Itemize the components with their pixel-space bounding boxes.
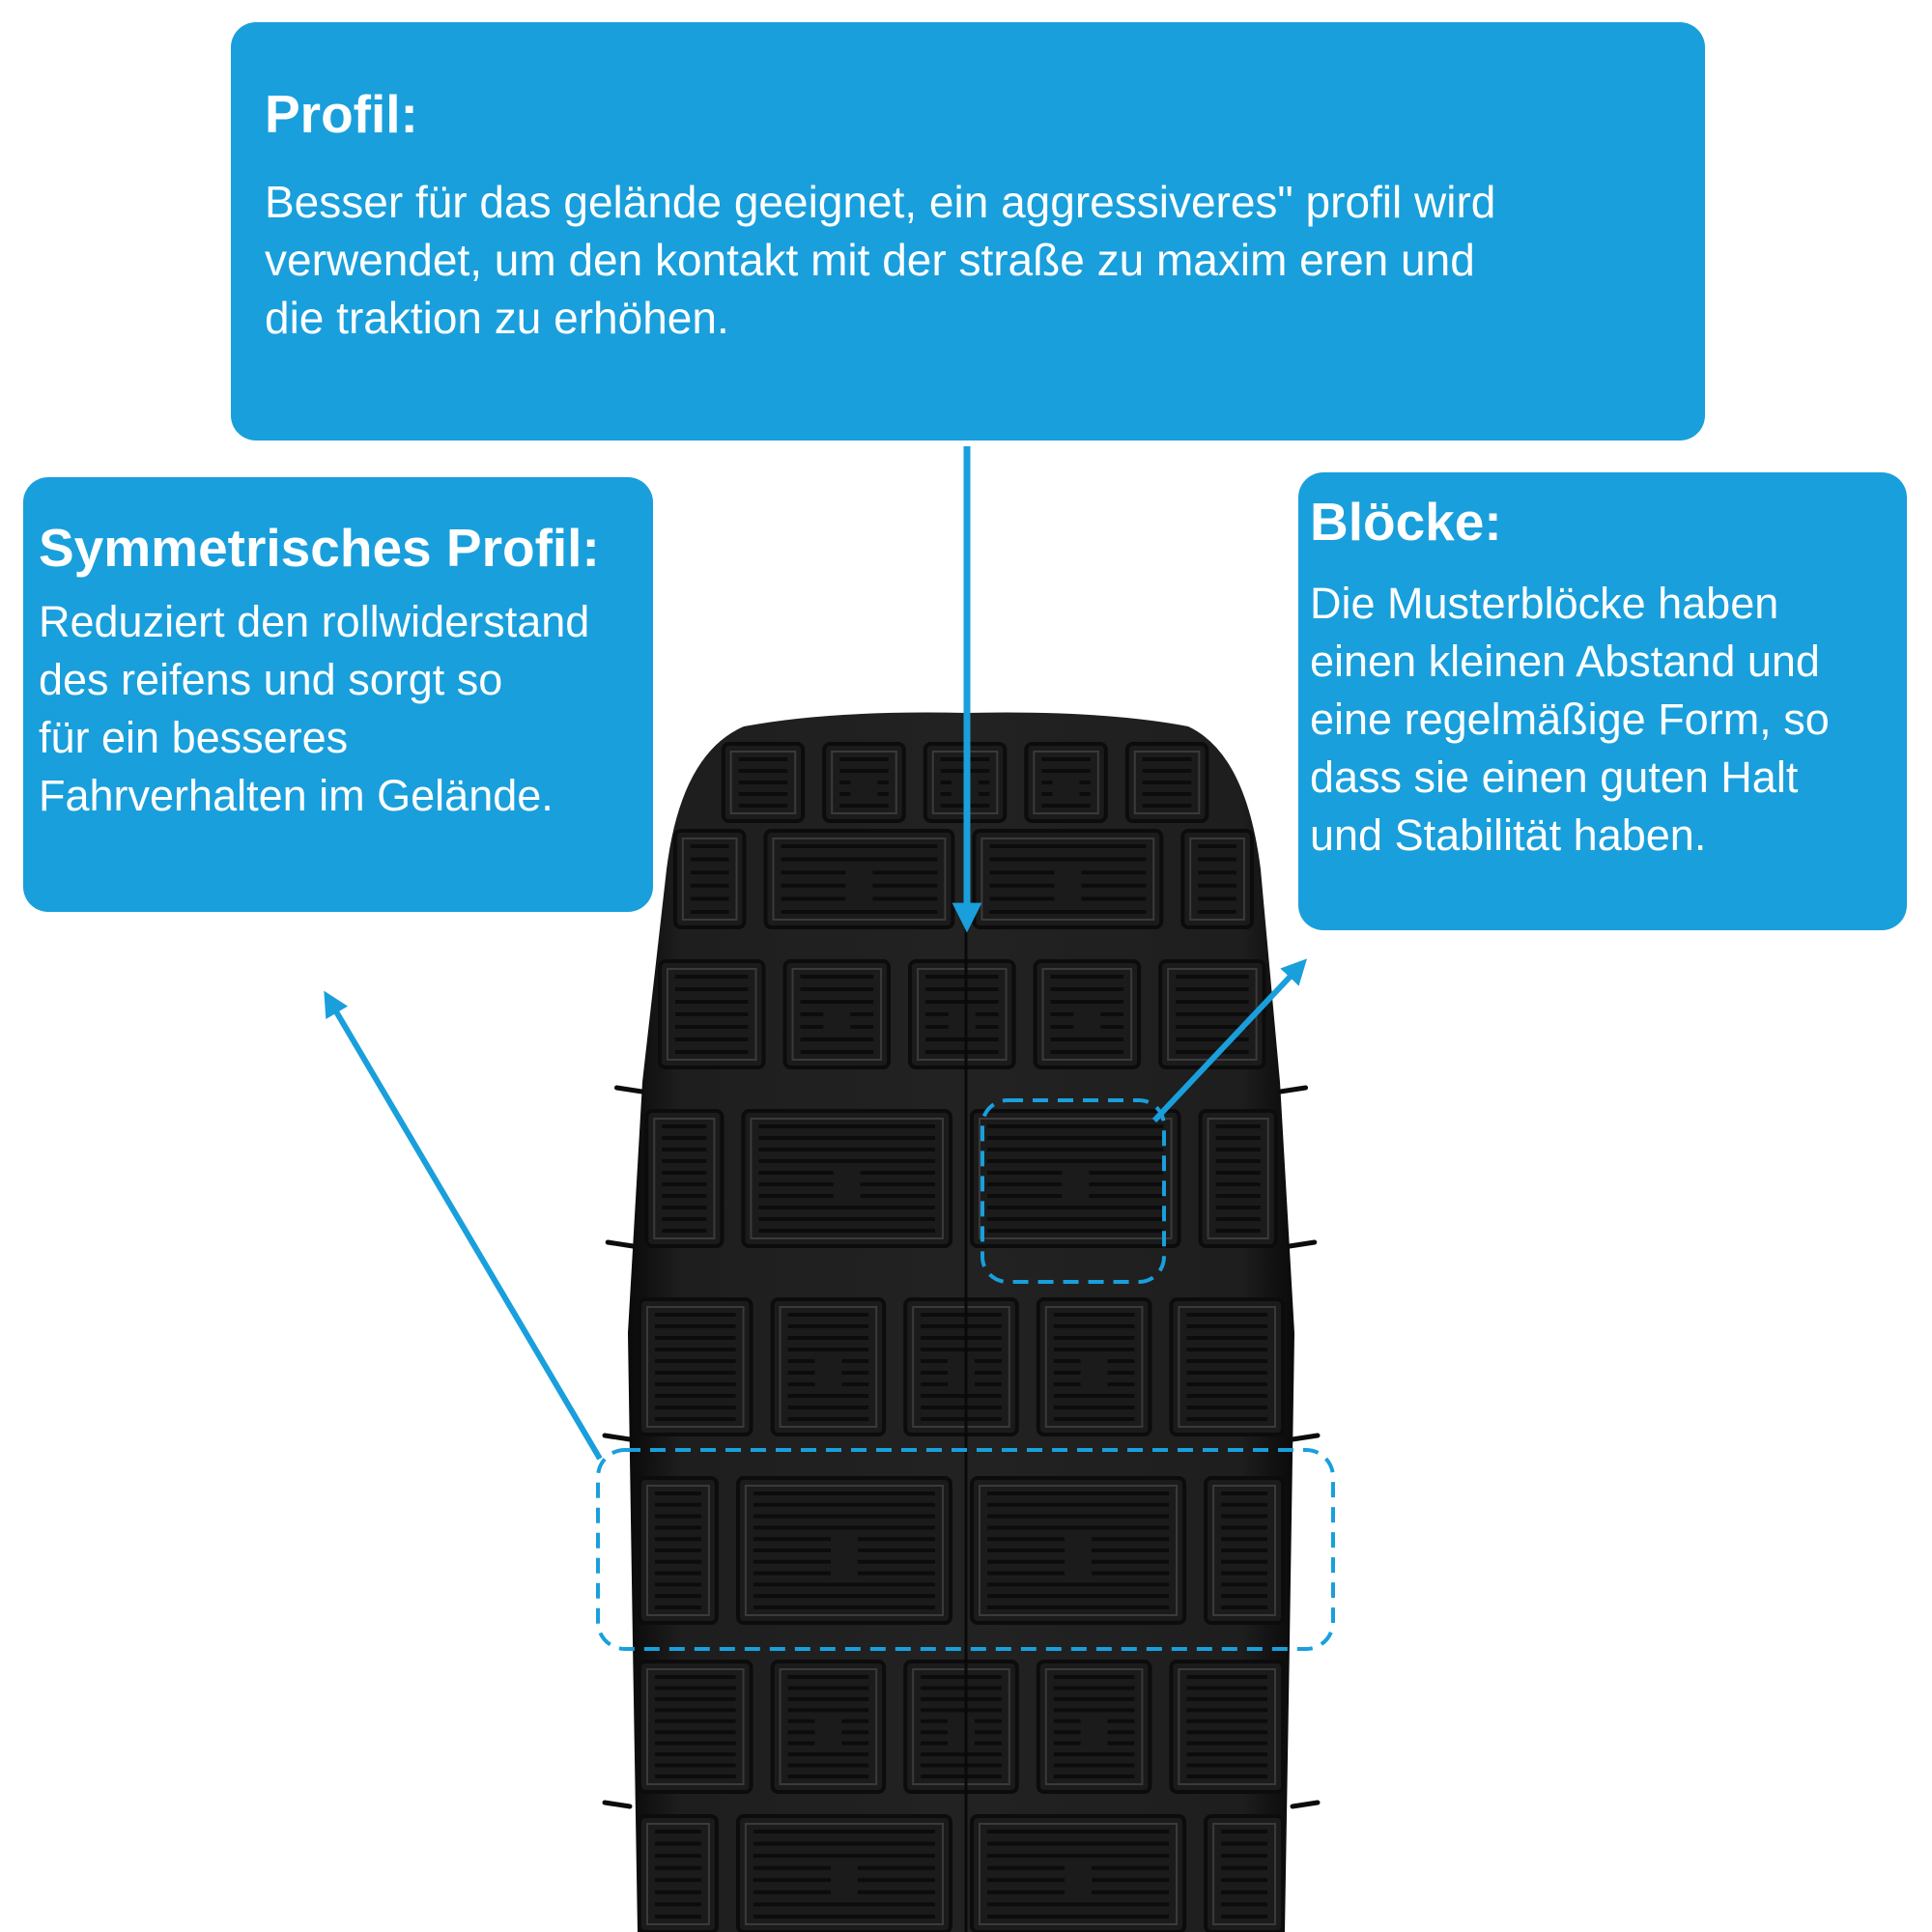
arrow-up-right-icon — [1151, 958, 1308, 1123]
callout-profil-title: Profil: — [265, 84, 418, 144]
callout-profil-line: Besser für das gelände geeignet, ein agg… — [265, 177, 1496, 227]
block-highlight — [980, 1098, 1166, 1284]
tread-block — [735, 1476, 952, 1625]
row-highlight — [596, 1448, 1335, 1651]
tread-pattern — [638, 742, 1286, 1932]
tire-sidewall-spikes — [602, 1085, 1321, 1809]
tire-spike — [1287, 1239, 1318, 1249]
callout-bloecke-line: einen kleinen Abstand und — [1310, 637, 1820, 686]
callout-bloecke-title: Blöcke: — [1310, 492, 1502, 552]
tire-spike — [613, 1085, 644, 1094]
tread-block — [908, 959, 1016, 1069]
tire-spike — [1290, 1800, 1321, 1809]
callout-symmetrisches-line: für ein besseres — [39, 713, 349, 762]
tread-block — [721, 742, 806, 823]
tread-block — [1198, 1109, 1278, 1248]
tread-block — [970, 1814, 1187, 1932]
callout-bloecke-line: eine regelmäßige Form, so — [1310, 695, 1830, 744]
tread-block — [782, 959, 892, 1069]
tread-block — [903, 1297, 1019, 1436]
tire-spike — [605, 1239, 636, 1249]
tread-block — [1033, 959, 1142, 1069]
callout-symmetrisches-line: Reduziert den rollwiderstand — [39, 597, 590, 646]
tread-block — [672, 829, 747, 929]
callout-bloecke-text: Die Musterblöcke haben einen kleinen Abs… — [1310, 575, 1907, 865]
callout-bloecke-line: dass sie einen guten Halt — [1310, 753, 1799, 802]
callout-symmetrisches-line: des reifens und sorgt so — [39, 655, 503, 704]
callout-profil: Profil: Besser für das gelände geeignet,… — [231, 22, 1705, 440]
tread-block — [970, 1476, 1187, 1625]
tread-block — [638, 1814, 719, 1932]
tread-block — [972, 829, 1164, 929]
arrow-up-left-icon — [324, 990, 603, 1461]
tread-block — [1180, 829, 1254, 929]
tire-spike — [1290, 1433, 1321, 1442]
tire-spike — [1278, 1085, 1309, 1094]
tread-block — [903, 1660, 1019, 1794]
tread-block — [1158, 959, 1266, 1069]
tread-block — [638, 1297, 753, 1436]
callout-profil-line: verwendet, um den kontakt mit der straße… — [265, 235, 1475, 285]
tread-block — [735, 1814, 952, 1932]
tread-block — [770, 1297, 887, 1436]
tread-block — [1024, 742, 1108, 823]
callout-profil-line: die traktion zu erhöhen. — [265, 293, 729, 343]
tread-block — [1036, 1297, 1152, 1436]
tread-block — [644, 1109, 724, 1248]
tread-block — [657, 959, 766, 1069]
tread-block — [1124, 742, 1209, 823]
callout-bloecke-line: Die Musterblöcke haben — [1310, 579, 1779, 628]
callout-profil-text: Besser für das gelände geeignet, ein agg… — [265, 173, 1670, 347]
tread-block — [822, 742, 906, 823]
callout-symmetrisches-profil: Symmetrisches Profil: Reduziert den roll… — [23, 477, 653, 912]
tire-spike — [602, 1800, 633, 1809]
tread-block — [763, 829, 955, 929]
tread-block — [1204, 1476, 1285, 1625]
tread-block — [638, 1660, 753, 1794]
tread-block — [970, 1109, 1181, 1248]
tread-block — [638, 1476, 719, 1625]
tread-block — [1204, 1814, 1285, 1932]
tread-block — [1169, 1660, 1286, 1794]
tread-block — [770, 1660, 887, 1794]
tire-spike — [602, 1433, 633, 1442]
callout-bloecke-line: und Stabilität haben. — [1310, 810, 1707, 860]
tread-block — [741, 1109, 953, 1248]
tread-block — [1036, 1660, 1152, 1794]
tread-block — [1169, 1297, 1286, 1436]
callout-symmetrisches-title: Symmetrisches Profil: — [39, 518, 600, 578]
callout-bloecke: Blöcke: Die Musterblöcke haben einen kle… — [1298, 472, 1907, 930]
callout-symmetrisches-text: Reduziert den rollwiderstand des reifens… — [39, 593, 653, 825]
callout-symmetrisches-line: Fahrverhalten im Gelände. — [39, 771, 554, 820]
